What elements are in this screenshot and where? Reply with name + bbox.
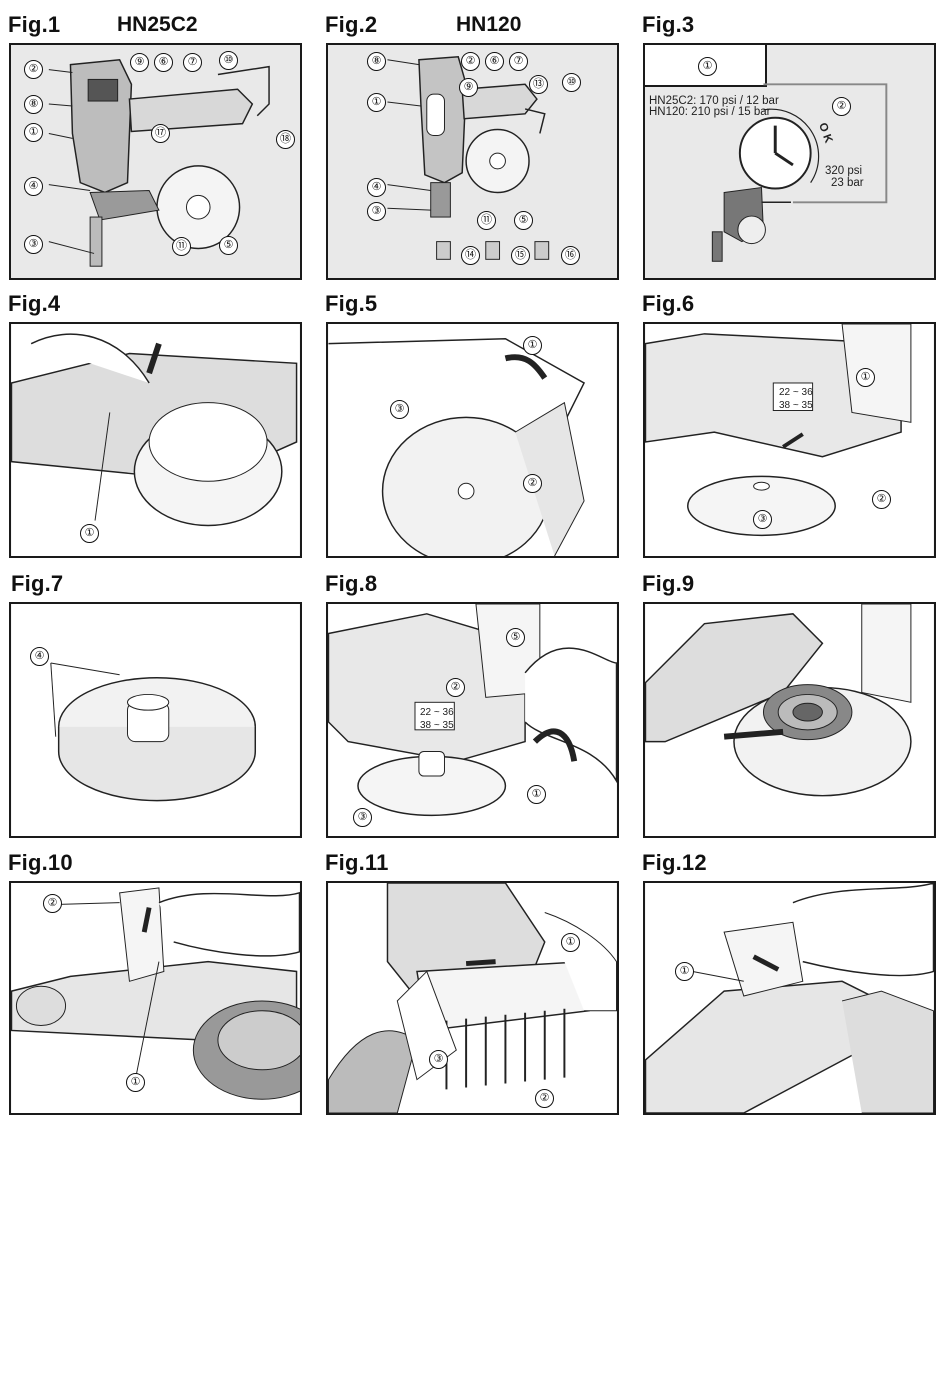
callout-16: ⑯ — [561, 246, 580, 265]
callout-11: ⑪ — [477, 211, 496, 230]
callout-1: ① — [698, 57, 717, 76]
callout-1: ① — [126, 1073, 145, 1092]
model-label: HN120 — [456, 13, 522, 36]
callout-3: ③ — [353, 808, 372, 827]
illustration-panel: ⑧ ② ⑥ ⑦ ⑬ ⑩ ① ⑨ ④ ③ ⑪ ⑤ ⑭ ⑮ ⑯ — [326, 43, 619, 280]
illustration-panel: ① ③ ② — [326, 322, 619, 558]
callout-10: ⑩ — [562, 73, 581, 92]
callout-8: ⑧ — [24, 95, 43, 114]
illustration-panel: ② ⑨ ⑥ ⑦ ⑩ ⑧ ⑰ ⑱ ① ④ ⑪ ⑤ ③ — [9, 43, 302, 280]
callout-3: ③ — [24, 235, 43, 254]
model-label: HN25C2 — [117, 13, 198, 36]
figure-title: Fig.12 — [642, 850, 707, 875]
callout-10: ⑩ — [219, 51, 238, 70]
callout-9: ⑨ — [459, 78, 478, 97]
callout-7: ⑦ — [183, 53, 202, 72]
nailer-illustration — [387, 56, 550, 260]
callout-15: ⑮ — [511, 246, 530, 265]
callout-1: ① — [523, 336, 542, 355]
illustration-panel: 22 ~ 36 38 ~ 35 ① ② ③ — [643, 322, 936, 558]
nailer-illustration — [48, 58, 270, 267]
callout-11: ⑪ — [172, 237, 191, 256]
callout-4: ④ — [367, 178, 386, 197]
callout-1: ① — [367, 93, 386, 112]
figure-title: Fig.8 — [325, 571, 378, 596]
callout-8: ⑧ — [367, 52, 386, 71]
magazine-tray-illustration — [11, 604, 300, 836]
illustration-panel: ① ③ ② — [326, 881, 619, 1115]
callout-2: ② — [461, 52, 480, 71]
scale-top-label: 22 ~ 36 — [779, 387, 813, 398]
scale-bottom-label: 38 ~ 35 — [779, 400, 813, 411]
callout-6: ⑥ — [485, 52, 504, 71]
feed-pawl-illustration — [11, 883, 300, 1113]
callout-9: ⑨ — [130, 53, 149, 72]
callout-7: ⑦ — [509, 52, 528, 71]
callout-6: ⑥ — [154, 53, 173, 72]
pressure-line-hn120: HN120: 210 psi / 15 bar — [649, 106, 771, 118]
figure-title: Fig.10 — [8, 850, 73, 875]
callout-2: ② — [523, 474, 542, 493]
callout-1: ① — [675, 962, 694, 981]
magazine-cover-illustration — [328, 324, 617, 556]
nail-strip-illustration — [328, 883, 617, 1113]
figure-title: Fig.9 — [642, 571, 695, 596]
scale-bottom-label: 38 ~ 35 — [420, 720, 454, 731]
callout-14: ⑭ — [461, 246, 480, 265]
figure-title: Fig.4 — [8, 291, 61, 316]
callout-17: ⑰ — [151, 124, 170, 143]
callout-13: ⑬ — [529, 75, 548, 94]
nail-coil-illustration — [645, 604, 934, 836]
illustration-panel: ① ② HN25C2: 170 psi / 12 bar HN120: 210 … — [643, 43, 936, 280]
callout-2: ② — [535, 1089, 554, 1108]
callout-5: ⑤ — [506, 628, 525, 647]
max-psi-label: 320 psi — [825, 165, 863, 177]
callout-2: ② — [446, 678, 465, 697]
magazine-adjust-illustration — [645, 324, 934, 556]
callout-2: ② — [832, 97, 851, 116]
figure-title: Fig.3 — [642, 12, 695, 37]
pressure-gauge-illustration — [711, 83, 888, 262]
callout-5: ⑤ — [219, 236, 238, 255]
callout-18: ⑱ — [276, 130, 295, 149]
figure-title: Fig.11 — [325, 850, 389, 875]
callout-1: ① — [527, 785, 546, 804]
magazine-lock-illustration — [328, 604, 617, 836]
callout-3: ③ — [753, 510, 772, 529]
pressure-line-hn25c2: HN25C2: 170 psi / 12 bar — [649, 95, 779, 107]
callout-4: ④ — [24, 177, 43, 196]
illustration-panel: ② ① — [9, 881, 302, 1115]
illustration-panel — [643, 602, 936, 838]
figure-title: Fig.6 — [642, 291, 695, 316]
figure-title: Fig.7 — [11, 571, 64, 596]
callout-1: ① — [856, 368, 875, 387]
callout-1: ① — [561, 933, 580, 952]
figure-title: Fig.5 — [325, 291, 378, 316]
callout-3: ③ — [367, 202, 386, 221]
illustration-panel: 22 ~ 36 38 ~ 35 ⑤ ② ① ③ — [326, 602, 619, 838]
callout-4: ④ — [30, 647, 49, 666]
figure-title: Fig.1 — [8, 12, 61, 37]
scale-top-label: 22 ~ 36 — [420, 707, 454, 718]
illustration-panel: ① — [643, 881, 936, 1115]
callout-5: ⑤ — [514, 211, 533, 230]
figure-title: Fig.2 — [325, 12, 378, 37]
magazine-open-illustration — [11, 324, 300, 556]
latch-close-illustration — [645, 883, 934, 1113]
callout-2: ② — [43, 894, 62, 913]
callout-1: ① — [24, 123, 43, 142]
callout-3: ③ — [390, 400, 409, 419]
callout-1: ① — [80, 524, 99, 543]
illustration-panel: ④ — [9, 602, 302, 838]
max-bar-label: 23 bar — [831, 177, 864, 189]
callout-3: ③ — [429, 1050, 448, 1069]
illustration-panel: ① — [9, 322, 302, 558]
callout-2: ② — [24, 60, 43, 79]
callout-2: ② — [872, 490, 891, 509]
